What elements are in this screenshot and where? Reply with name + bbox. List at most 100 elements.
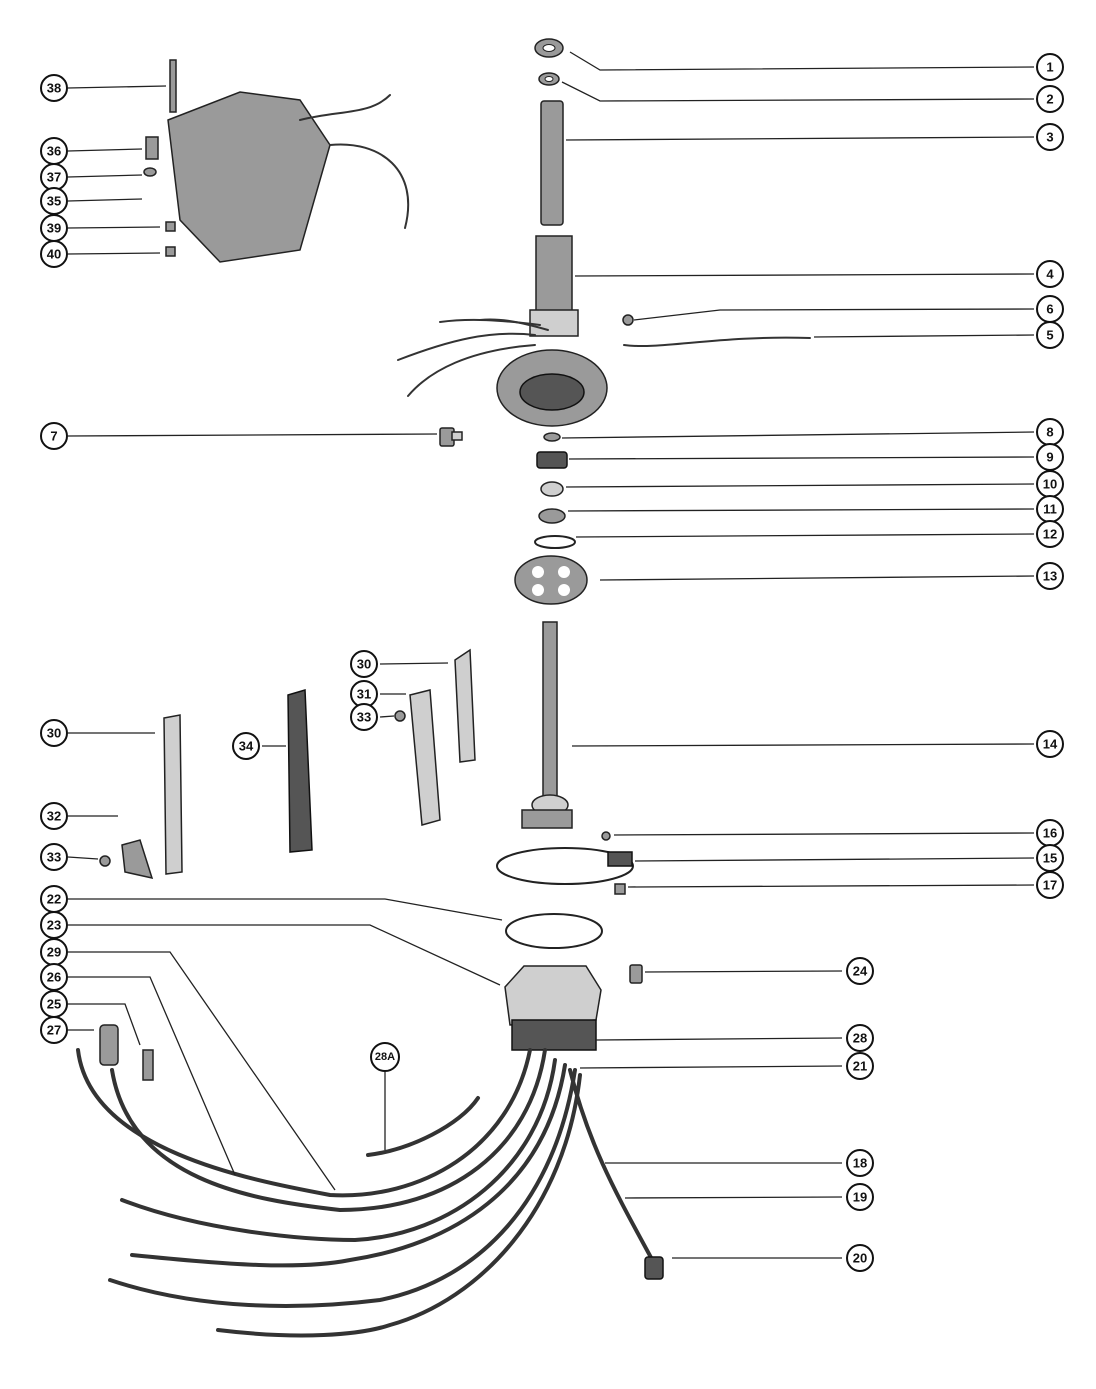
part-8-washer [543,432,561,442]
callout-35: 35 [40,187,68,215]
svg-text:19: 19 [853,1190,867,1205]
callout-17: 17 [1036,871,1064,899]
callout-13: 13 [1036,562,1064,590]
callout-16: 16 [1036,819,1064,847]
part-28A-tube [366,1096,480,1157]
part-33-nut-lower [99,855,111,867]
callout-30-left: 30 [40,719,68,747]
callout-37: 37 [40,163,68,191]
part-11-bearing [538,508,566,524]
part-32-bracket [121,839,154,880]
callout-14: 14 [1036,730,1064,758]
part-24-screw [629,964,643,984]
part-15-clamp [496,847,634,885]
callout-36: 36 [40,137,68,165]
callout-2: 2 [1036,85,1064,113]
callout-4: 4 [1036,260,1064,288]
svg-text:35: 35 [47,194,61,209]
callout-10: 10 [1036,470,1064,498]
callout-15: 15 [1036,844,1064,872]
callout-22: 22 [40,885,68,913]
svg-text:6: 6 [1046,302,1053,317]
svg-text:1: 1 [1046,60,1053,75]
svg-text:39: 39 [47,221,61,236]
callout-29: 29 [40,938,68,966]
part-14-shaft [521,621,573,829]
svg-text:28A: 28A [375,1051,395,1063]
svg-text:22: 22 [47,892,61,907]
part-38-bolt [169,59,177,113]
callout-40: 40 [40,240,68,268]
svg-text:37: 37 [47,170,61,185]
callout-26: 26 [40,963,68,991]
svg-text:3: 3 [1046,130,1053,145]
svg-text:7: 7 [50,429,57,444]
svg-text:5: 5 [1046,328,1053,343]
part-12-snap-ring [534,535,576,549]
callout-30-right: 30 [350,650,378,678]
callout-33-lower: 33 [40,843,68,871]
svg-text:25: 25 [47,997,61,1012]
svg-text:31: 31 [357,687,371,702]
part-37-washer [143,167,157,177]
callout-33-upper: 33 [350,703,378,731]
svg-text:32: 32 [47,809,61,824]
part-30-bracket-left [163,714,183,875]
part-35-housing-assembly [167,91,410,263]
svg-text:20: 20 [853,1251,867,1266]
part-16-screw [601,831,611,841]
callout-21: 21 [846,1052,874,1080]
svg-text:17: 17 [1043,878,1057,893]
svg-text:38: 38 [47,81,61,96]
part-3-sleeve [540,100,564,226]
svg-text:11: 11 [1043,502,1057,517]
callout-12: 12 [1036,520,1064,548]
svg-text:18: 18 [853,1156,867,1171]
callout-25: 25 [40,990,68,1018]
svg-text:30: 30 [47,726,61,741]
svg-text:9: 9 [1046,450,1053,465]
callout-20: 20 [846,1244,874,1272]
callout-1: 1 [1036,53,1064,81]
callout-19: 19 [846,1183,874,1211]
svg-text:12: 12 [1043,527,1057,542]
svg-text:16: 16 [1043,826,1057,841]
part-10-washer [540,481,564,497]
part-4-housing [397,235,608,427]
leader-lines [67,51,1035,1259]
callout-38: 38 [40,74,68,102]
part-34-pad [287,689,313,853]
callout-7: 7 [40,422,68,450]
svg-text:26: 26 [47,970,61,985]
callout-28: 28 [846,1024,874,1052]
svg-text:23: 23 [47,918,61,933]
callout-18: 18 [846,1149,874,1177]
svg-text:13: 13 [1043,569,1057,584]
part-5-lead [623,336,811,348]
svg-text:10: 10 [1043,477,1057,492]
part-27-boot [99,1024,119,1066]
callout-6: 6 [1036,295,1064,323]
svg-text:24: 24 [853,964,868,979]
part-31-clip [409,689,441,826]
svg-text:33: 33 [47,850,61,865]
part-23-cap [504,965,602,1051]
svg-text:30: 30 [357,657,371,672]
svg-text:29: 29 [47,945,61,960]
part-17-nut [614,883,626,895]
svg-text:27: 27 [47,1023,61,1038]
part-39-nut [165,221,176,232]
svg-text:33: 33 [357,710,371,725]
callout-8: 8 [1036,418,1064,446]
svg-text:40: 40 [47,247,61,262]
svg-text:21: 21 [853,1059,867,1074]
part-1-seal [534,38,564,58]
part-40-nut [165,246,176,257]
callout-11: 11 [1036,495,1064,523]
part-22-o-ring [505,913,603,949]
part-9-bearing [536,451,568,469]
part-6-screw [622,314,634,326]
svg-text:4: 4 [1046,267,1054,282]
part-30-bracket-right [454,648,476,763]
callout-9: 9 [1036,443,1064,471]
